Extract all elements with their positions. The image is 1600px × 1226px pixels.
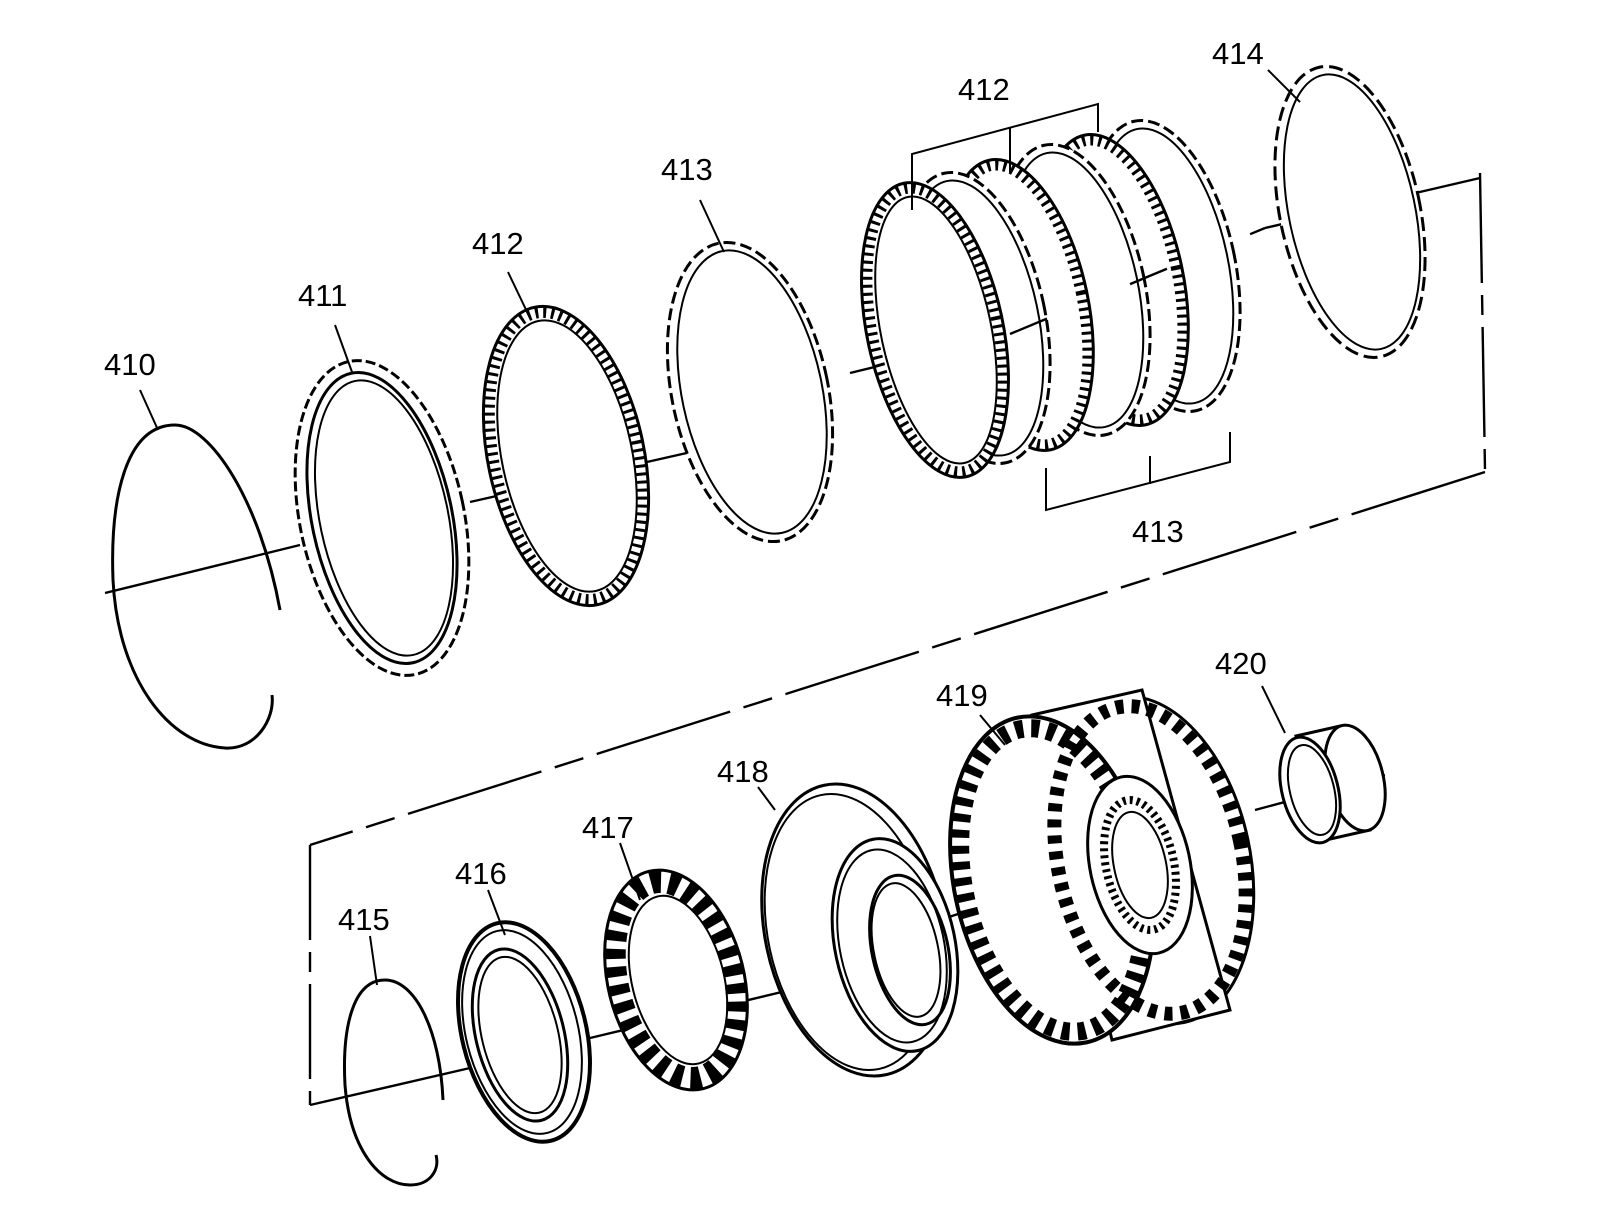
- connection-frame: [308, 172, 1487, 1105]
- part-414-backing-plate: [1273, 65, 1427, 359]
- part-420-bushing: [1278, 723, 1387, 845]
- upper-leader-lines: [139, 69, 1301, 431]
- part-410-snap-ring: [111, 423, 282, 750]
- label-419: 419: [936, 678, 988, 713]
- label-414: 414: [1212, 36, 1264, 71]
- label-413: 413: [661, 152, 713, 187]
- part-412-friction-plate: [481, 304, 651, 608]
- part-417-sprag-assembly: [603, 868, 749, 1092]
- label-412-group: 412: [958, 72, 1010, 107]
- bracket-413: [1045, 432, 1231, 512]
- label-413-group: 413: [1132, 514, 1184, 549]
- part-419-clutch-drum: [948, 688, 1256, 1046]
- label-411: 411: [298, 278, 347, 313]
- label-417: 417: [582, 810, 634, 845]
- label-415: 415: [338, 902, 390, 937]
- lower-leader-lines: [369, 685, 1286, 986]
- part-411-backing-plate: [293, 359, 471, 677]
- part-415-snap-ring: [343, 978, 445, 1187]
- bracket-412: [911, 102, 1099, 210]
- part-416-seal: [456, 920, 592, 1144]
- clutch-pack-stack: [860, 119, 1266, 479]
- label-418: 418: [717, 754, 769, 789]
- label-412: 412: [472, 226, 524, 261]
- label-416: 416: [455, 856, 507, 891]
- label-410: 410: [104, 347, 156, 382]
- label-420: 420: [1215, 646, 1267, 681]
- part-418-piston: [760, 782, 960, 1078]
- part-413-steel-plate: [665, 240, 835, 544]
